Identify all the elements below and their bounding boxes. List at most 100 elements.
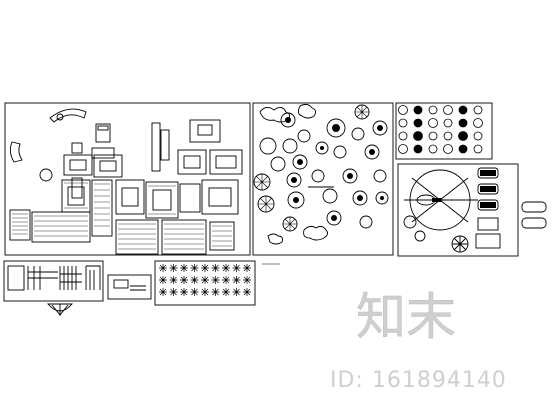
armchair-block bbox=[179, 183, 201, 213]
bench-block bbox=[91, 147, 115, 159]
vehicle-fill-marks bbox=[432, 170, 496, 208]
shrub-symbol bbox=[222, 264, 230, 272]
watermark-brand-text: 知末 bbox=[356, 288, 456, 342]
sofa-set-block bbox=[201, 179, 239, 215]
tree-symbol bbox=[297, 129, 311, 143]
fan-symbol bbox=[47, 303, 73, 312]
tree-symbol bbox=[342, 168, 358, 184]
plant-symbol bbox=[458, 105, 468, 115]
rug-block bbox=[115, 219, 159, 255]
cloud-shrub-symbol bbox=[259, 107, 291, 123]
table-set-block bbox=[177, 149, 207, 175]
panel-frame-shrubs bbox=[154, 260, 256, 306]
truck-block bbox=[477, 217, 499, 231]
plant-symbol bbox=[398, 131, 408, 141]
sofa-set-block bbox=[115, 179, 145, 215]
plant-symbol bbox=[443, 144, 453, 154]
plant-symbol bbox=[428, 131, 438, 141]
sofa-set-block bbox=[145, 181, 179, 219]
truck-block bbox=[475, 233, 501, 249]
shrub-symbol bbox=[180, 276, 188, 284]
tree-fill-marks bbox=[285, 117, 384, 221]
tree-symbol bbox=[326, 118, 346, 138]
watermark-id: ID: 161894140 bbox=[330, 368, 507, 393]
elevation-block bbox=[7, 265, 25, 291]
bed-block bbox=[95, 123, 111, 143]
tree-symbol bbox=[315, 141, 329, 155]
car-block bbox=[521, 201, 547, 213]
tree-symbol bbox=[282, 138, 298, 154]
fence-elevation-block bbox=[59, 266, 82, 290]
plant-symbol bbox=[413, 144, 423, 154]
plant-symbol bbox=[428, 105, 438, 115]
panel-frame-detail bbox=[107, 274, 152, 300]
cloud-shrub-symbol bbox=[267, 233, 283, 245]
panel-tree-symbols bbox=[252, 102, 394, 256]
tree-symbol bbox=[326, 210, 342, 226]
shrub-symbol bbox=[211, 264, 220, 272]
tree-symbol bbox=[280, 112, 296, 128]
cloud-shrub-symbol bbox=[303, 225, 329, 241]
plant-symbol bbox=[473, 105, 483, 115]
plant-symbol bbox=[428, 144, 438, 154]
shrub-symbol bbox=[159, 288, 167, 296]
panel-plant-grid bbox=[395, 102, 493, 160]
plant-symbol bbox=[443, 118, 453, 128]
chair-block bbox=[71, 142, 83, 154]
plant-symbol bbox=[443, 105, 453, 115]
shrub-symbol bbox=[201, 288, 209, 296]
tree-symbol bbox=[352, 190, 368, 206]
car-block bbox=[521, 217, 547, 229]
car-block bbox=[477, 183, 499, 195]
plant-symbol-grid bbox=[398, 105, 483, 154]
plant-symbol bbox=[473, 118, 483, 128]
plant-symbol bbox=[398, 144, 408, 154]
shrub-symbol bbox=[180, 264, 188, 272]
panel-elevation bbox=[3, 260, 104, 316]
shrub-symbol bbox=[169, 276, 178, 284]
rug-block bbox=[31, 211, 91, 243]
plant-symbol bbox=[413, 131, 423, 141]
tree-symbol bbox=[270, 156, 286, 172]
curved-seat-block bbox=[9, 141, 23, 163]
elevation-block bbox=[27, 266, 58, 290]
shrub-symbol bbox=[201, 276, 209, 284]
shrub-symbol bbox=[414, 230, 426, 242]
car-block bbox=[477, 167, 499, 179]
shrub-symbol bbox=[190, 264, 199, 272]
plant-symbol bbox=[428, 118, 438, 128]
plant-symbol bbox=[443, 131, 453, 141]
tree-symbol bbox=[333, 145, 347, 159]
shrub-symbol bbox=[243, 264, 251, 272]
shrub-symbol bbox=[222, 288, 230, 296]
rug-block bbox=[161, 219, 207, 255]
shrub-symbol bbox=[403, 215, 417, 229]
panel-frame-vehicles bbox=[397, 163, 519, 257]
shrub-symbol bbox=[169, 264, 178, 272]
plant-symbol bbox=[473, 144, 483, 154]
plant-symbol bbox=[413, 105, 423, 115]
panel-frame-elevation bbox=[3, 260, 104, 302]
rug-block bbox=[9, 209, 31, 241]
plant-symbol bbox=[398, 105, 408, 115]
panel-vehicle-blocks bbox=[397, 163, 547, 257]
tree-symbol bbox=[351, 127, 365, 141]
plant-symbol bbox=[458, 131, 468, 141]
gate-elevation-block bbox=[85, 265, 101, 290]
shrub-symbol bbox=[232, 276, 241, 284]
shrub-symbol-grid bbox=[159, 264, 251, 296]
panel-frame-furniture bbox=[4, 102, 251, 256]
shrub-symbol bbox=[190, 288, 199, 296]
rug-hatch bbox=[12, 182, 232, 250]
shrub-symbol bbox=[159, 264, 167, 272]
shrub-symbol bbox=[222, 276, 230, 284]
tree-symbol bbox=[311, 169, 325, 183]
dining-set-block bbox=[63, 154, 93, 176]
tree-symbol bbox=[287, 191, 305, 209]
shrub-symbol bbox=[180, 288, 188, 296]
watermark-logo: 知末 bbox=[356, 288, 456, 342]
cloud-shrub-symbol bbox=[297, 103, 317, 119]
plant-symbol bbox=[413, 118, 423, 128]
sofa-set-block bbox=[61, 179, 91, 213]
